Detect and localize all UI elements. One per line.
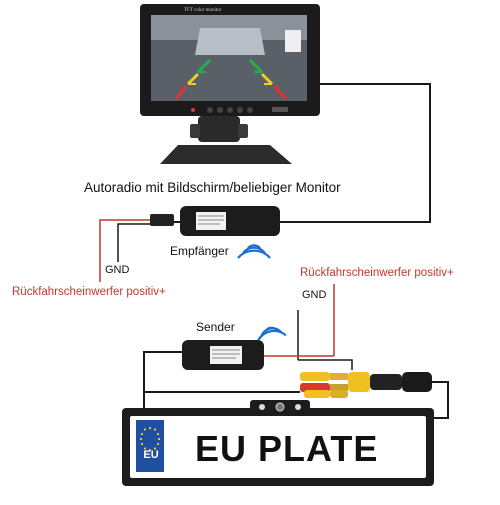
- guide-red-left: [174, 85, 188, 100]
- monitor-stand-base: [160, 145, 292, 164]
- receiver-sticker: [196, 212, 226, 230]
- guide-green-right: [248, 58, 264, 74]
- screen-back-wall: [195, 28, 265, 55]
- receiver-gnd-label: GND: [105, 264, 130, 276]
- ir-led-icon: [295, 404, 301, 410]
- wifi-signal-icon: [257, 326, 287, 341]
- monitor-cable: [278, 83, 431, 223]
- receiver-ground-wire: [117, 223, 152, 262]
- monitor-button[interactable]: [247, 107, 253, 113]
- monitor-stand-neck: [198, 116, 240, 142]
- sender-reverse-light-label: Rückfahrscheinwerfer positiv+: [300, 267, 454, 279]
- rca-yellow-plug: [300, 372, 330, 381]
- rca-tip: [330, 373, 348, 380]
- monitor-button[interactable]: [217, 107, 223, 113]
- stand-knob: [238, 124, 248, 138]
- sender-gnd-label: GND: [302, 289, 327, 301]
- license-plate-frame: [122, 400, 434, 486]
- receiver-module: [150, 206, 280, 236]
- wifi-signal-icon: [237, 244, 271, 259]
- monitor-button[interactable]: [237, 107, 243, 113]
- sender-ground-out: [316, 359, 353, 370]
- plate-text: EU PLATE: [195, 428, 379, 469]
- monitor-title: TFT color monitor: [184, 8, 222, 13]
- rca-yellow-socket: [348, 372, 370, 392]
- receiver-reverse-light-label: Rückfahrscheinwerfer positiv+: [12, 286, 166, 298]
- ir-led-icon: [259, 404, 265, 410]
- rca-red-plug: [300, 383, 330, 392]
- rca-tip: [330, 384, 348, 391]
- guide-green-left: [196, 58, 212, 74]
- usb-port: [272, 107, 288, 112]
- power-led-icon: [191, 108, 195, 112]
- guide-yellow-right: [260, 72, 274, 86]
- sender-label: Sender: [196, 320, 235, 334]
- rca-connectors: [300, 372, 432, 398]
- monitor: [140, 4, 320, 164]
- screen-floor: [151, 40, 307, 101]
- receiver-label: Empfänger: [170, 244, 229, 258]
- receiver-positive-wire: [99, 219, 150, 282]
- sender-video-cable: [143, 351, 300, 393]
- screen-ceiling: [151, 15, 307, 40]
- camera-lens-icon: [275, 402, 285, 412]
- monitor-caption: Autoradio mit Bildschirm/beliebiger Moni…: [84, 180, 341, 195]
- rca-yellow-plug-2: [304, 390, 330, 398]
- plate-surface: [130, 416, 426, 478]
- camera-plug-end: [402, 372, 432, 392]
- rca-tip: [330, 390, 348, 398]
- screen-door: [285, 30, 301, 52]
- sender-sticker: [210, 346, 242, 364]
- guide-yellow-left: [186, 72, 200, 86]
- eu-badge: EU: [143, 449, 159, 461]
- sender-module: [182, 340, 264, 370]
- stand-knob: [190, 124, 200, 138]
- guide-red-right: [272, 84, 288, 101]
- camera-plug: [370, 374, 402, 390]
- monitor-button[interactable]: [207, 107, 213, 113]
- monitor-button[interactable]: [227, 107, 233, 113]
- receiver-body: [180, 206, 280, 236]
- receiver-connector: [150, 214, 174, 226]
- eu-stars-icon: [139, 426, 161, 452]
